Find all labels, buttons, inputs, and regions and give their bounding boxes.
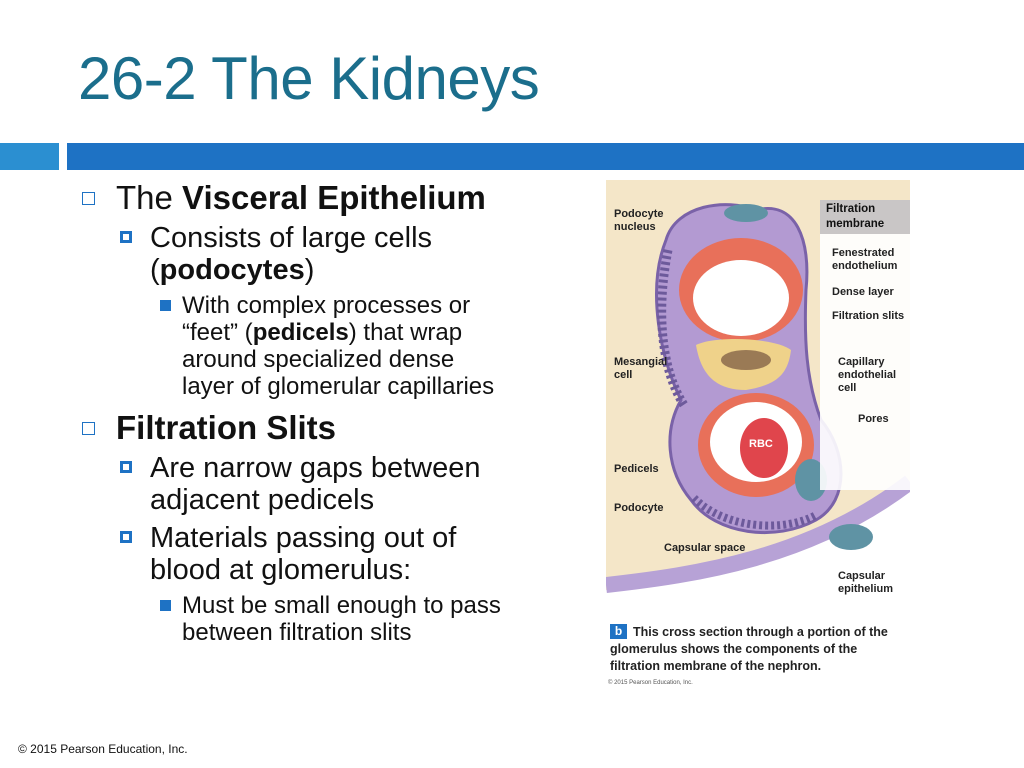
label-pores: Pores: [858, 413, 889, 425]
caption-text: This cross section through a portion of …: [610, 625, 888, 673]
bullet-bold: Filtration Slits: [116, 409, 337, 446]
label-pedicels: Pedicels: [614, 463, 659, 475]
label-capsular-space: Capsular space: [664, 542, 746, 554]
hollow-square-bullet-icon: [82, 192, 95, 205]
sub-bullet-narrow-gaps: Are narrow gaps between adjacent pedicel…: [80, 452, 590, 516]
bullet-prefix: The: [116, 179, 183, 216]
header-bar-right: [67, 143, 1024, 170]
detail-bullet-pedicels: With complex processes or “feet” (pedice…: [80, 292, 590, 400]
filtration-membrane-heading: Filtration membrane: [820, 200, 910, 234]
text-line: adjacent pedicels: [150, 484, 375, 516]
framed-square-bullet-icon: [120, 531, 132, 543]
label-rbc: RBC: [749, 438, 773, 450]
label-podocyte-nucleus: Podocyte nucleus: [614, 208, 664, 233]
text-bold: pedicels: [252, 319, 349, 346]
text-close: ): [304, 254, 315, 286]
hollow-square-bullet-icon: [82, 422, 95, 435]
detail-bullet-small-enough: Must be small enough to pass between fil…: [80, 592, 590, 646]
bullet-visceral-epithelium: The Visceral Epithelium: [80, 180, 590, 216]
slide-footer: © 2015 Pearson Education, Inc.: [18, 742, 188, 756]
label-capillary-endothelial-cell: Capillary endothelial cell: [838, 356, 897, 394]
header-bar-left: [0, 143, 59, 170]
framed-square-bullet-icon: [120, 231, 132, 243]
slide-body: The Visceral Epithelium Consists of larg…: [80, 180, 590, 652]
text-line: between filtration slits: [182, 619, 412, 646]
label-filtration-slits: Filtration slits: [832, 310, 905, 322]
glomerulus-figure: Filtration membrane Podocyte nucleus Fen…: [606, 180, 910, 690]
label-capsular-epithelium: Capsular epithelium: [838, 570, 894, 595]
text-line: Must be small enough to pass: [182, 592, 501, 619]
text-line: With complex processes or: [182, 292, 471, 319]
framed-square-bullet-icon: [120, 461, 132, 473]
label-fenestrated-endothelium: Fenestrated endothelium: [832, 247, 898, 272]
label-mesangial-cell: Mesangial cell: [614, 356, 668, 381]
sub-bullet-podocytes: Consists of large cells (podocytes): [80, 222, 590, 286]
text-line: blood at glomerulus:: [150, 554, 412, 586]
bullet-bold: Visceral Epithelium: [182, 179, 486, 216]
slide-title: 26-2 The Kidneys: [78, 45, 540, 112]
filled-square-bullet-icon: [160, 300, 171, 311]
text-line: layer of glomerular capillaries: [182, 373, 495, 400]
label-podocyte: Podocyte: [614, 502, 664, 514]
text-line: Are narrow gaps between: [150, 452, 481, 484]
text-line: Consists of large cells: [150, 222, 433, 254]
text-pre: “feet” (: [182, 319, 253, 346]
text-post: ) that wrap: [348, 319, 463, 346]
text-line: around specialized dense: [182, 346, 455, 373]
sub-bullet-materials: Materials passing out of blood at glomer…: [80, 522, 590, 586]
filled-square-bullet-icon: [160, 600, 171, 611]
bullet-filtration-slits: Filtration Slits: [80, 410, 590, 446]
text-line: Materials passing out of: [150, 522, 457, 554]
panel-letter-badge: b: [610, 624, 627, 639]
text-open: (: [150, 254, 160, 286]
figure-copyright: © 2015 Pearson Education, Inc.: [608, 680, 693, 686]
text-bold: podocytes: [159, 254, 305, 286]
label-dense-layer: Dense layer: [832, 286, 894, 298]
glomerulus-illustration: [606, 180, 910, 620]
